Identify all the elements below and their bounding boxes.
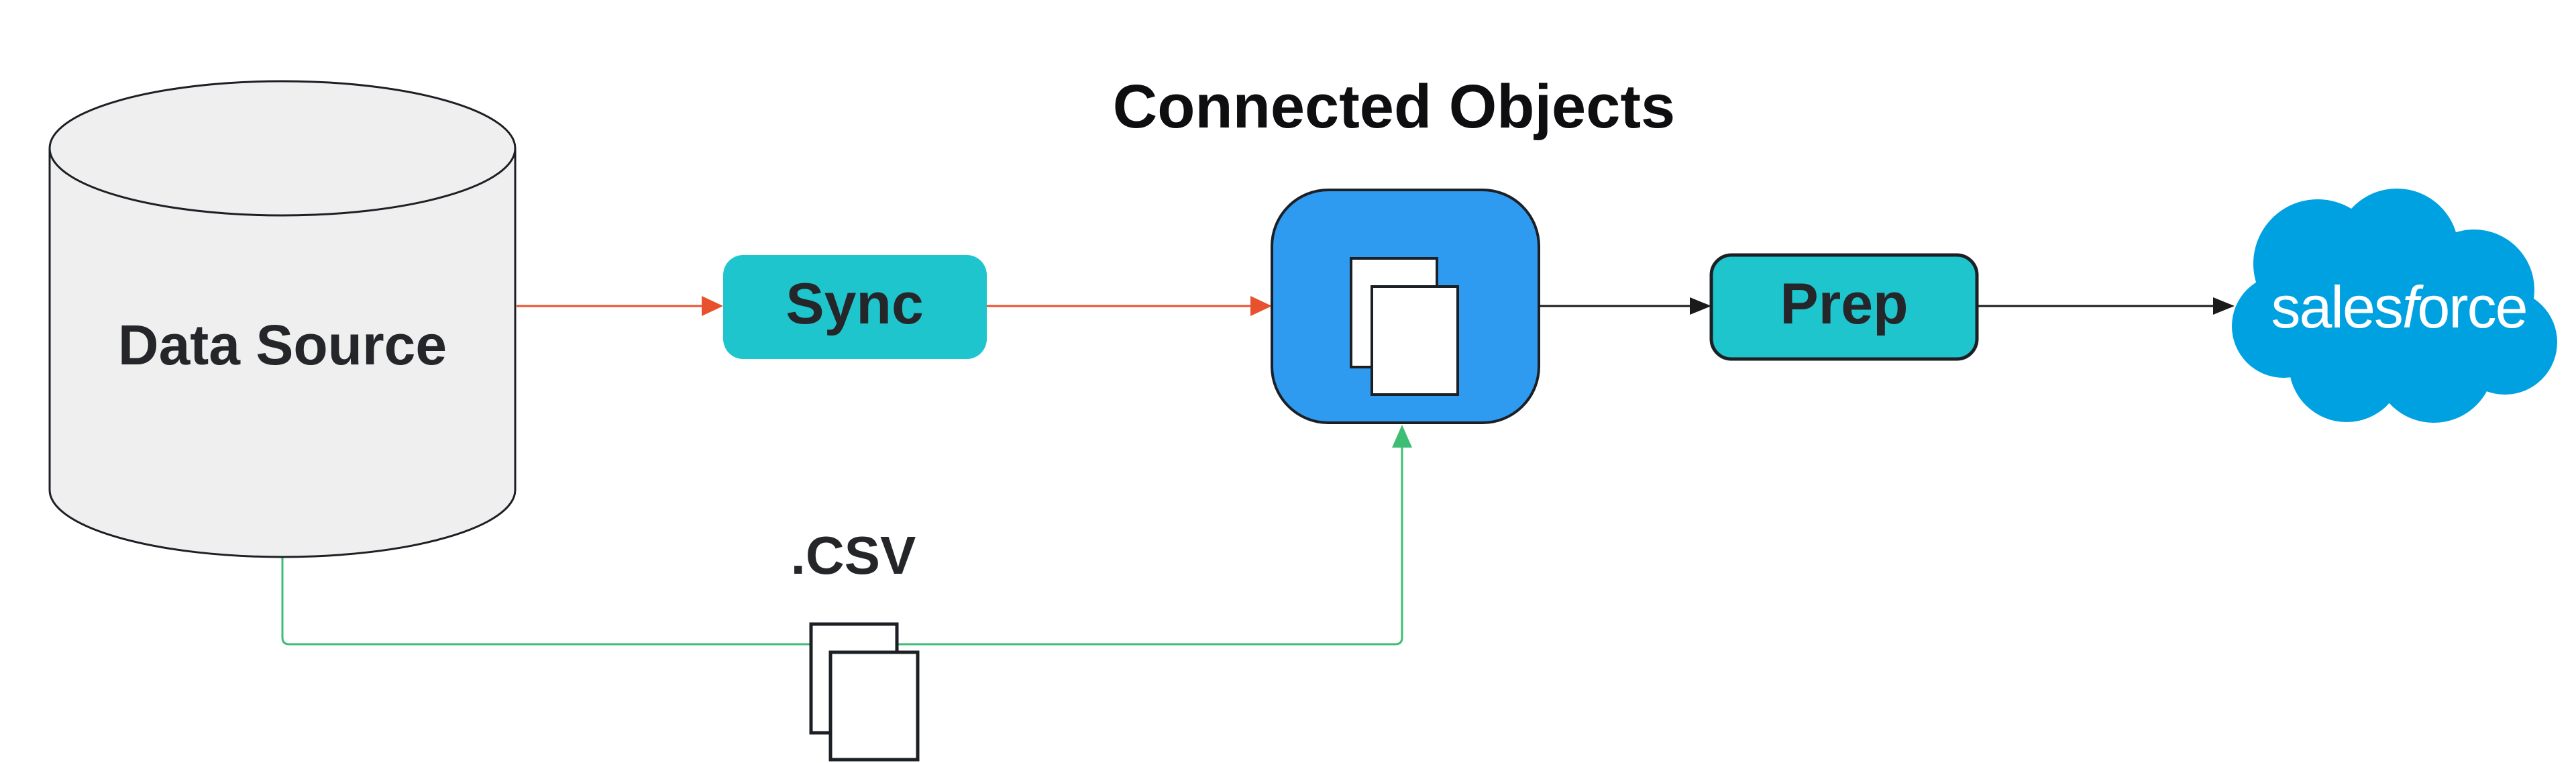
- node-connected-objects: [1271, 189, 1540, 424]
- edge-source-to-sync: [517, 296, 723, 316]
- csv-label: .CSV: [791, 525, 916, 585]
- sync-pill: [723, 255, 987, 359]
- black-arrowhead-icon: [1690, 297, 1711, 315]
- copy-documents-icon: [1350, 257, 1459, 396]
- document-front: [1371, 285, 1459, 396]
- document-front: [828, 650, 920, 762]
- node-salesforce: salesforce: [2232, 189, 2557, 423]
- cylinder-top-ellipse: [48, 80, 517, 217]
- orange-arrowhead-icon: [702, 296, 723, 316]
- salesforce-cloud-icon: [2232, 189, 2557, 423]
- sync-label: Sync: [786, 272, 924, 336]
- node-csv: .CSV: [791, 525, 920, 762]
- cylinder-body-stroke: [48, 148, 517, 558]
- cloud-center-fill: [2294, 268, 2482, 376]
- diagram-title: Connected Objects: [1113, 72, 1675, 141]
- node-prep: Prep: [1709, 253, 1979, 361]
- green-arrowhead-up-icon: [1392, 425, 1412, 448]
- cylinder-body-fill: [50, 148, 515, 557]
- edge-prep-to-salesforce: [1977, 297, 2235, 315]
- black-arrowhead-icon: [2213, 297, 2235, 315]
- node-data-source: Data Source: [48, 80, 517, 558]
- wordmark-orce: orce: [2417, 274, 2526, 340]
- node-sync: Sync: [723, 255, 987, 359]
- data-source-label: Data Source: [118, 313, 447, 376]
- edge-objects-to-prep: [1539, 297, 1711, 315]
- edge-sync-to-objects: [987, 296, 1272, 316]
- orange-arrowhead-icon: [1250, 296, 1272, 316]
- wordmark-sales: sales: [2271, 274, 2402, 340]
- prep-label: Prep: [1780, 272, 1908, 336]
- salesforce-wordmark: salesforce: [2271, 274, 2526, 340]
- copy-documents-icon: [809, 622, 920, 762]
